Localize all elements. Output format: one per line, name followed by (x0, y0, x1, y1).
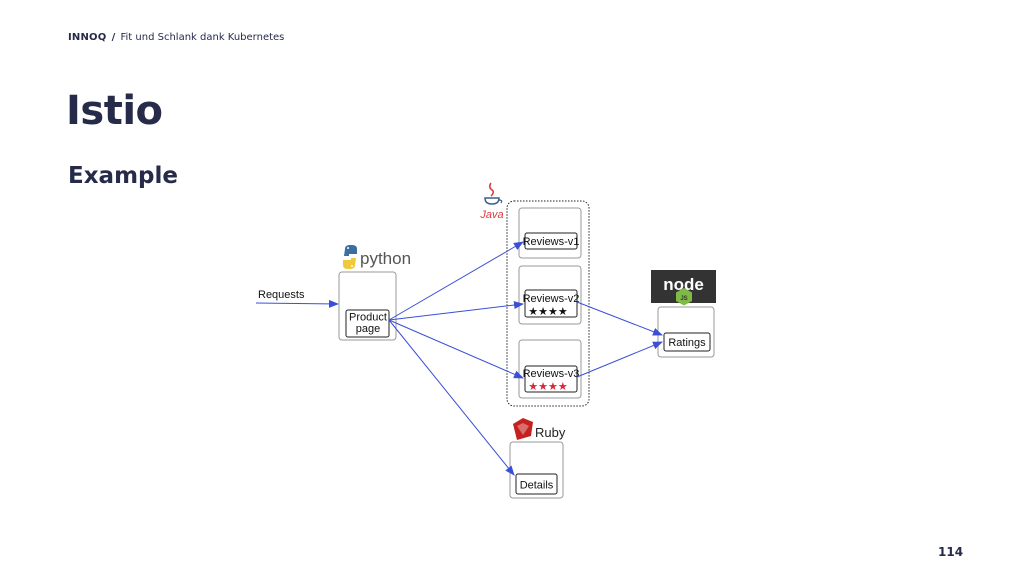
page-number: 114 (938, 545, 964, 559)
ruby-logo: Ruby (513, 418, 566, 440)
deck-title: Fit und Schlank dank Kubernetes (120, 32, 285, 43)
requests-label: Requests (258, 289, 305, 301)
reviews-v2-stars: ★★★★ (528, 305, 568, 318)
arrow-productpage-to-reviews-v1 (388, 241, 524, 321)
product-page-label-line2: page (356, 323, 380, 335)
node-js-badge: JS (680, 296, 687, 302)
reviews-v3-label: Reviews-v3 (523, 368, 580, 380)
arrow-productpage-to-reviews-v3 (388, 319, 524, 379)
ratings-pod: Ratings (657, 306, 715, 358)
arrow-reviews-v3-to-ratings (576, 341, 663, 378)
arrow-requests-to-productpage (255, 299, 339, 308)
brand-name: INNOQ (68, 32, 107, 43)
header-separator: / (111, 32, 116, 43)
reviews-v3-pod: Reviews-v3 ★★★★ (518, 339, 582, 399)
ruby-gem-icon (513, 418, 533, 440)
node-logo: node JS (651, 270, 716, 306)
node-logo-text: node (663, 275, 704, 294)
ruby-logo-text: Ruby (535, 425, 566, 440)
details-pod: Details (509, 441, 564, 499)
reviews-v1-pod: Reviews-v1 (518, 207, 582, 259)
slide-title: Istio (66, 88, 163, 134)
arrow-productpage-to-details (388, 319, 515, 476)
details-label: Details (520, 480, 554, 492)
product-page-pod: Product page (338, 271, 397, 341)
python-logo: python (343, 245, 411, 269)
ratings-label: Ratings (668, 337, 706, 349)
reviews-v3-stars: ★★★★ (528, 380, 568, 393)
reviews-v2-label: Reviews-v2 (523, 293, 580, 305)
node-js-hexagon-icon (676, 288, 692, 306)
arrow-productpage-to-reviews-v2 (388, 301, 524, 321)
java-logo-text: Java (479, 209, 503, 221)
slide-subtitle: Example (68, 163, 178, 189)
java-logo: Java (479, 182, 504, 221)
deck-header: INNOQ / Fit und Schlank dank Kubernetes (68, 32, 284, 43)
arrow-reviews-v2-to-ratings (576, 301, 663, 336)
reviews-group-border (506, 200, 590, 407)
reviews-v2-pod: Reviews-v2 ★★★★ (518, 265, 582, 325)
java-cup-icon (484, 182, 503, 205)
reviews-v1-label: Reviews-v1 (523, 236, 580, 248)
product-page-label-line1: Product (349, 312, 387, 324)
python-logo-text: python (360, 249, 411, 268)
python-snake-icon (343, 245, 357, 269)
traffic-arrows (255, 241, 663, 476)
